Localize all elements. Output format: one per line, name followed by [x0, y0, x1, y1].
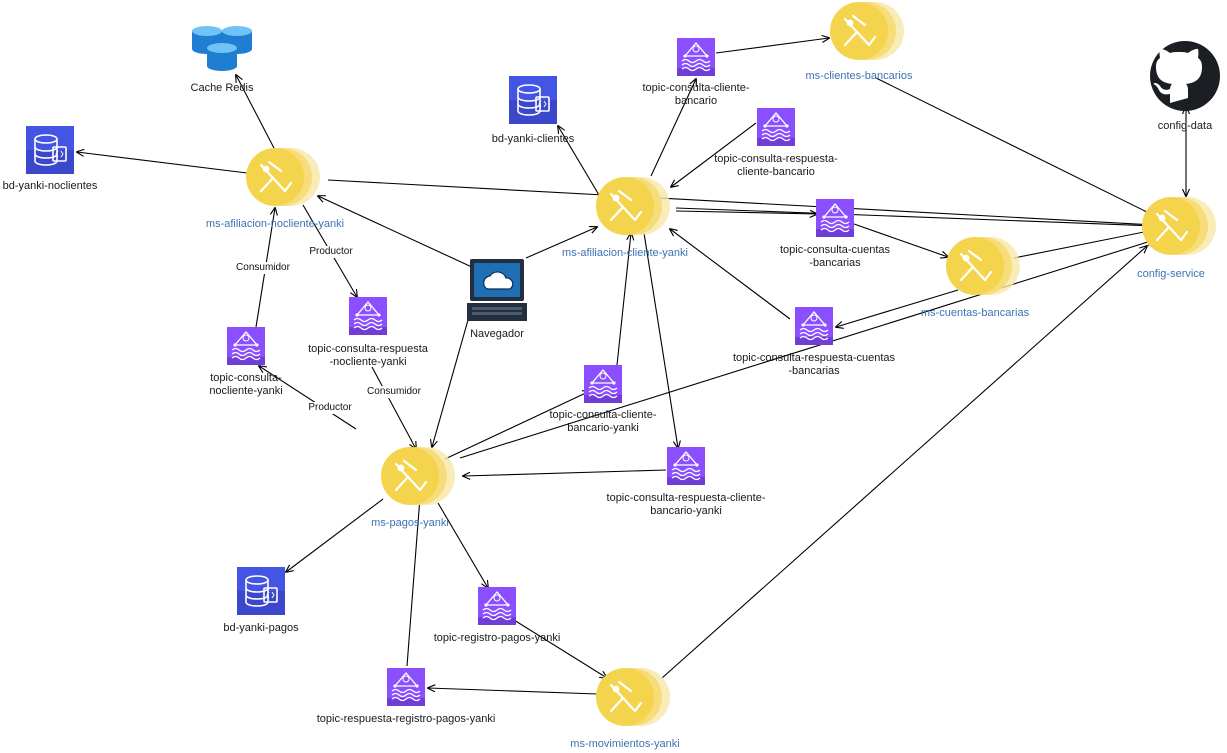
database-icon	[237, 567, 285, 615]
connector-arrow	[670, 229, 791, 320]
kafka-topic-icon	[387, 668, 425, 706]
connector-arrow	[428, 688, 598, 695]
connector-arrow	[650, 79, 696, 177]
microservice-icon	[381, 447, 455, 505]
connector-arrow	[318, 196, 475, 269]
connector-arrow	[513, 619, 607, 678]
connector-arrow	[327, 179, 1155, 225]
microservice-icon	[1142, 197, 1216, 255]
kafka-topic-icon	[227, 327, 265, 365]
connector-arrow	[432, 319, 469, 447]
kafka-topic-icon	[478, 587, 516, 625]
connector-arrow	[259, 366, 357, 430]
connector-arrow	[836, 289, 959, 327]
connector-arrow	[675, 207, 1157, 226]
database-icon	[509, 76, 557, 124]
kafka-topic-icon	[757, 108, 795, 146]
microservice-icon	[946, 237, 1020, 295]
connector-arrow	[437, 502, 488, 588]
icon-layer	[26, 2, 1220, 726]
database-icon	[26, 126, 74, 174]
connector-arrow	[286, 498, 384, 572]
github-icon	[1150, 41, 1220, 111]
kafka-topic-icon	[584, 365, 622, 403]
connector-arrow	[371, 366, 416, 449]
connector-arrow	[236, 75, 276, 151]
microservice-icon	[596, 668, 670, 726]
kafka-topic-icon	[667, 447, 705, 485]
connector-arrow	[671, 122, 757, 187]
connector-arrow	[853, 223, 948, 257]
connector-arrow	[675, 211, 817, 214]
microservice-icon	[830, 2, 904, 60]
kafka-topic-icon	[795, 307, 833, 345]
connector-arrow	[525, 227, 597, 259]
connector-arrow	[255, 208, 275, 328]
connector-layer	[77, 38, 1186, 695]
connector-arrow	[444, 391, 590, 460]
connector-arrow	[77, 152, 248, 174]
connector-arrow	[643, 232, 678, 448]
microservice-icon	[596, 177, 670, 235]
connector-arrow	[302, 204, 357, 297]
connector-arrow	[661, 246, 1147, 679]
connector-arrow	[463, 469, 667, 476]
kafka-topic-icon	[816, 199, 854, 237]
redis-cache-icon	[192, 26, 252, 71]
connector-arrow	[459, 240, 1154, 459]
kafka-topic-icon	[349, 297, 387, 335]
connector-arrow	[558, 126, 600, 196]
microservice-icon	[246, 148, 320, 206]
connector-arrow	[875, 77, 1157, 217]
kafka-topic-icon	[677, 38, 715, 76]
connector-arrow	[406, 497, 420, 667]
connector-arrow	[715, 38, 829, 54]
browser-client-icon	[467, 259, 527, 321]
connector-arrow	[1013, 230, 1154, 259]
connector-arrow	[616, 233, 631, 366]
